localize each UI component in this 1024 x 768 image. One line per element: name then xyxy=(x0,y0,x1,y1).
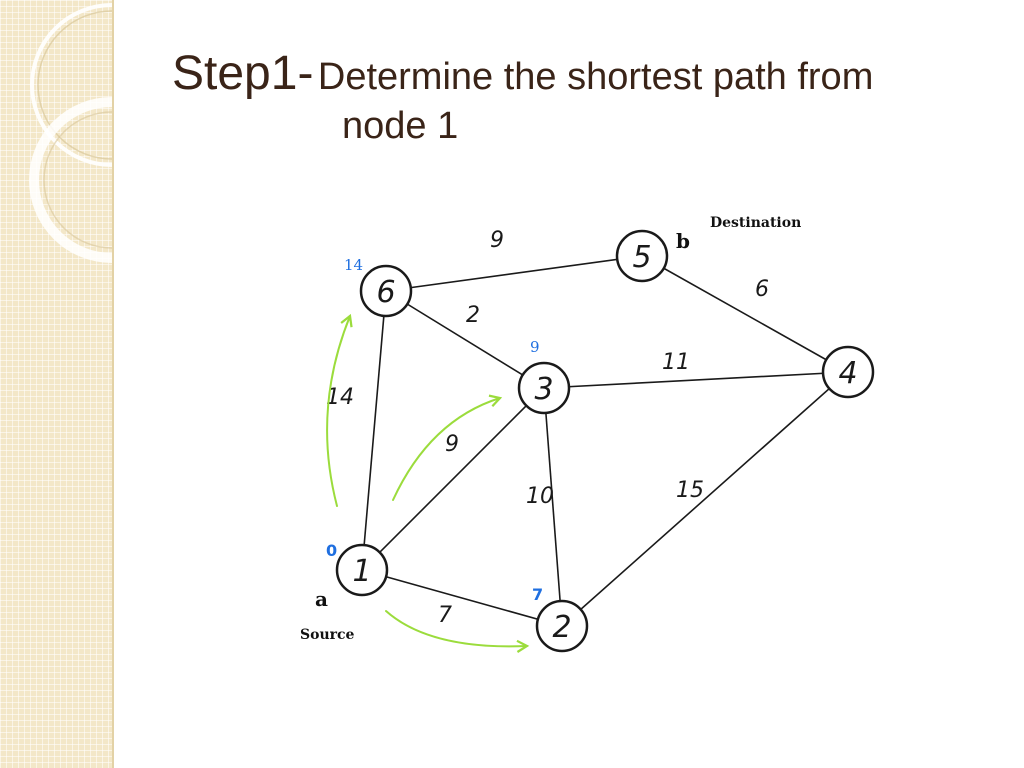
edge-3-4 xyxy=(543,371,849,389)
node-4 xyxy=(821,345,875,399)
distance-label-6: 14 xyxy=(344,256,363,274)
edge-2-4 xyxy=(561,371,849,627)
distance-label-1: 0 xyxy=(326,541,337,560)
edge-weight-3-2: 10 xyxy=(526,484,554,509)
node-3 xyxy=(517,361,571,415)
destination-letter: b xyxy=(676,229,690,253)
edge-1-2 xyxy=(361,569,563,627)
node-label-1: 1 xyxy=(352,554,371,589)
node-1 xyxy=(335,543,389,597)
edge-weight-2-4: 15 xyxy=(676,478,704,503)
edge-6-5 xyxy=(385,255,643,292)
decorative-side-panel xyxy=(0,0,114,768)
title-text: Determine the shortest path from xyxy=(317,56,874,98)
distance-label-3: 9 xyxy=(530,338,540,356)
edge-weight-1-2: 7 xyxy=(438,603,452,628)
arrow-1-6 xyxy=(326,313,353,507)
node-label-4: 4 xyxy=(838,356,857,391)
decorative-rings xyxy=(29,3,112,263)
edge-6-3 xyxy=(385,290,545,389)
arrow-1-3 xyxy=(392,394,503,501)
slide-title: Step1- Determine the shortest path from … xyxy=(172,46,992,149)
source-letter: a xyxy=(315,587,328,611)
edge-1-6 xyxy=(361,290,387,571)
edge-3-2 xyxy=(543,387,563,627)
destination-label: Destination xyxy=(710,215,801,231)
arrow-1-2 xyxy=(385,610,530,653)
node-2 xyxy=(535,599,589,653)
edge-weight-1-3: 9 xyxy=(445,432,459,457)
edge-weight-5-4: 6 xyxy=(755,277,769,302)
edge-5-4 xyxy=(641,255,849,373)
node-5 xyxy=(615,229,669,283)
node-6 xyxy=(359,264,413,318)
source-label: Source xyxy=(300,627,355,643)
edge-weight-3-4: 11 xyxy=(662,350,690,375)
node-label-6: 6 xyxy=(376,275,395,310)
edge-weight-6-3: 2 xyxy=(466,303,480,328)
edge-1-3 xyxy=(361,387,545,571)
distance-label-2: 7 xyxy=(532,585,543,604)
node-label-2: 2 xyxy=(552,610,571,645)
edge-weight-6-5: 9 xyxy=(490,228,504,253)
title-text-line2: node 1 xyxy=(342,105,459,148)
node-label-5: 5 xyxy=(632,240,651,275)
node-label-3: 3 xyxy=(534,372,553,407)
title-step: Step1- xyxy=(172,47,314,100)
